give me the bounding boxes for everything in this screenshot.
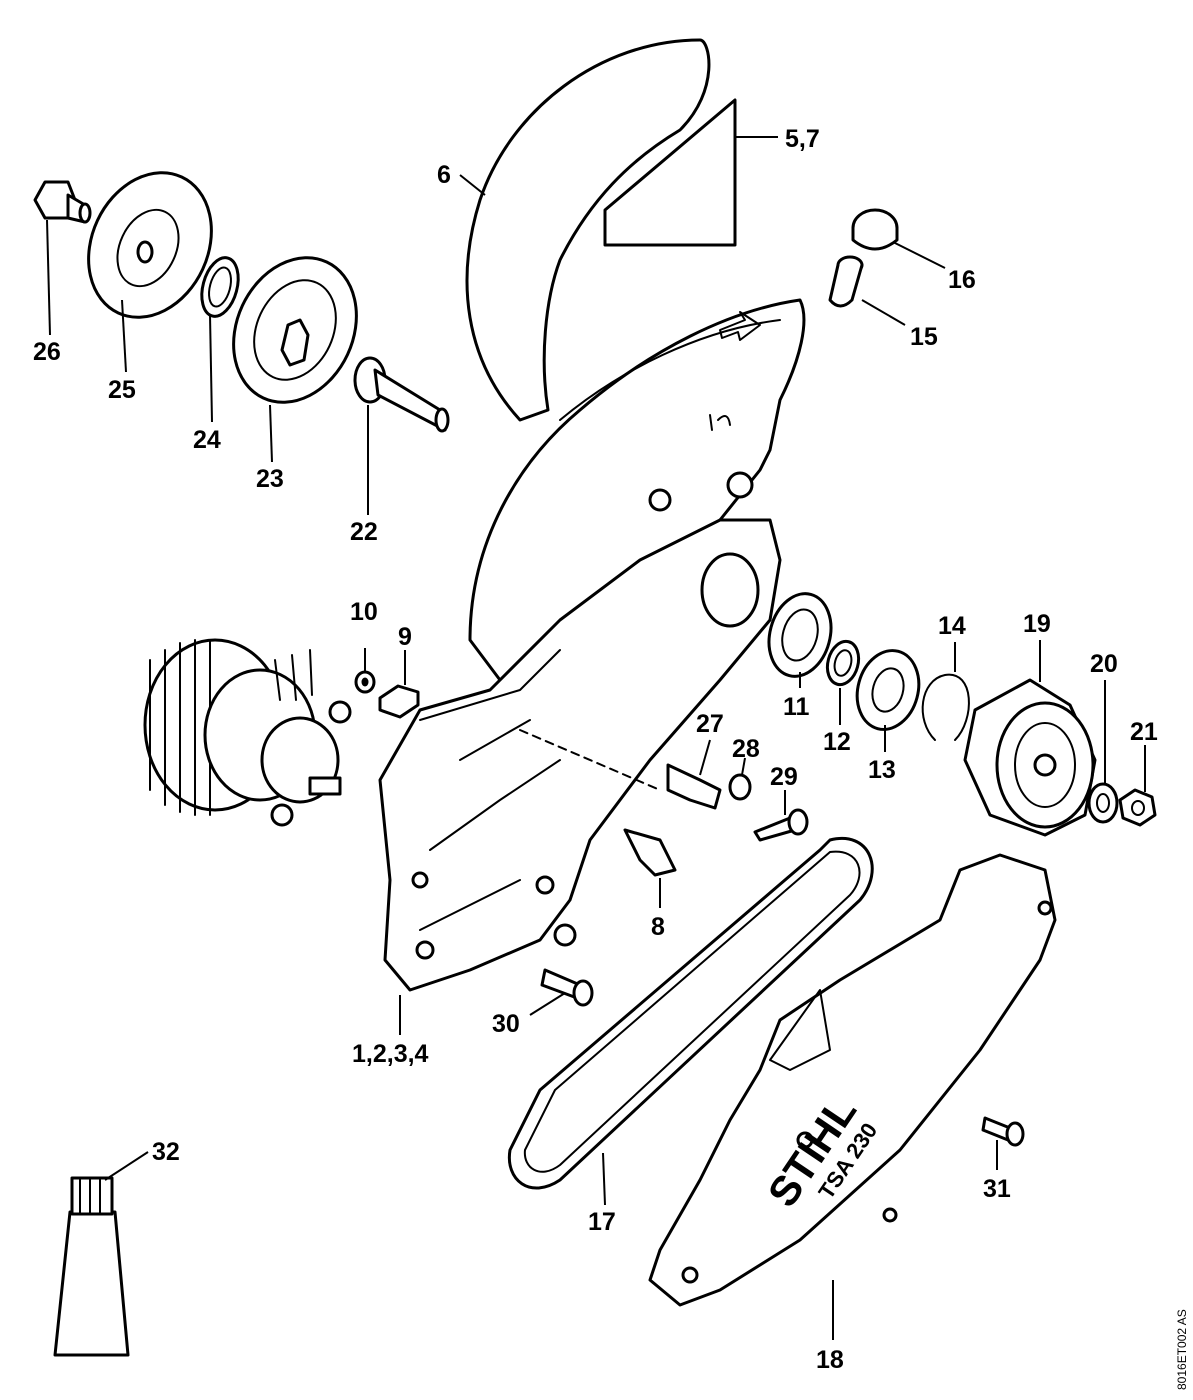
outer-flange — [87, 171, 213, 319]
callout-5-7: 5,7 — [785, 125, 820, 153]
blade-guard-cover — [465, 38, 711, 422]
leader-lines — [46, 136, 1146, 1340]
callout-10: 10 — [350, 598, 378, 626]
callout-17: 17 — [588, 1208, 616, 1236]
ball-bearing-large — [767, 592, 833, 678]
callout-20: 20 — [1090, 650, 1118, 678]
circlip — [921, 673, 970, 741]
callout-23: 23 — [256, 465, 284, 493]
callout-11: 11 — [783, 693, 810, 721]
decal-label — [603, 98, 737, 247]
callout-22: 22 — [350, 518, 378, 546]
callout-25: 25 — [108, 376, 136, 404]
spring-clip — [623, 828, 677, 877]
callout-19: 19 — [1023, 610, 1051, 638]
belt-cover: STIHL TSA 230 — [648, 853, 1057, 1307]
guard-housing — [468, 298, 806, 682]
screw-29 — [753, 808, 809, 842]
pulley-washer — [1087, 782, 1119, 824]
drawing-code: 8016ET002 AS — [1175, 1309, 1189, 1390]
electric-motor — [143, 638, 352, 827]
spacer-block — [378, 684, 420, 719]
belt-pulley — [963, 678, 1097, 837]
callout-13: 13 — [868, 756, 896, 784]
screw-31 — [981, 1116, 1025, 1147]
callout-15: 15 — [910, 323, 938, 351]
callout-27: 27 — [696, 710, 724, 738]
callout-28: 28 — [732, 735, 760, 763]
callout-labels: 26 25 24 23 22 6 5,7 16 15 10 9 11 12 13… — [33, 125, 1158, 1374]
ball-bearing-small — [855, 649, 921, 731]
callout-1-2-3-4: 1,2,3,4 — [352, 1040, 429, 1068]
grease-tube — [53, 1176, 130, 1357]
inner-flange — [232, 256, 358, 404]
cable-clamp — [666, 763, 722, 810]
callout-32: 32 — [152, 1138, 180, 1166]
callout-21: 21 — [1130, 718, 1158, 746]
callout-18: 18 — [816, 1346, 844, 1374]
hex-nut — [1118, 788, 1157, 827]
callout-31: 31 — [983, 1175, 1011, 1203]
callout-8: 8 — [651, 913, 665, 941]
callout-24: 24 — [193, 426, 221, 454]
retaining-ring — [200, 256, 240, 318]
valve-pin — [828, 255, 864, 308]
main-casing-arm — [378, 518, 782, 992]
arbor-bolt — [33, 180, 92, 224]
sleeve — [728, 773, 752, 801]
small-nut — [354, 670, 376, 694]
spindle-shaft — [353, 356, 450, 433]
callout-29: 29 — [770, 763, 798, 791]
callout-6: 6 — [437, 161, 451, 189]
callout-16: 16 — [948, 266, 976, 294]
callout-30: 30 — [492, 1010, 520, 1038]
screw-30 — [540, 968, 594, 1007]
callout-12: 12 — [823, 728, 851, 756]
drive-belt — [507, 837, 874, 1190]
callout-14: 14 — [938, 612, 966, 640]
knob-cap — [851, 208, 899, 251]
washer — [825, 639, 861, 687]
callout-9: 9 — [398, 623, 412, 651]
callout-26: 26 — [33, 338, 61, 366]
